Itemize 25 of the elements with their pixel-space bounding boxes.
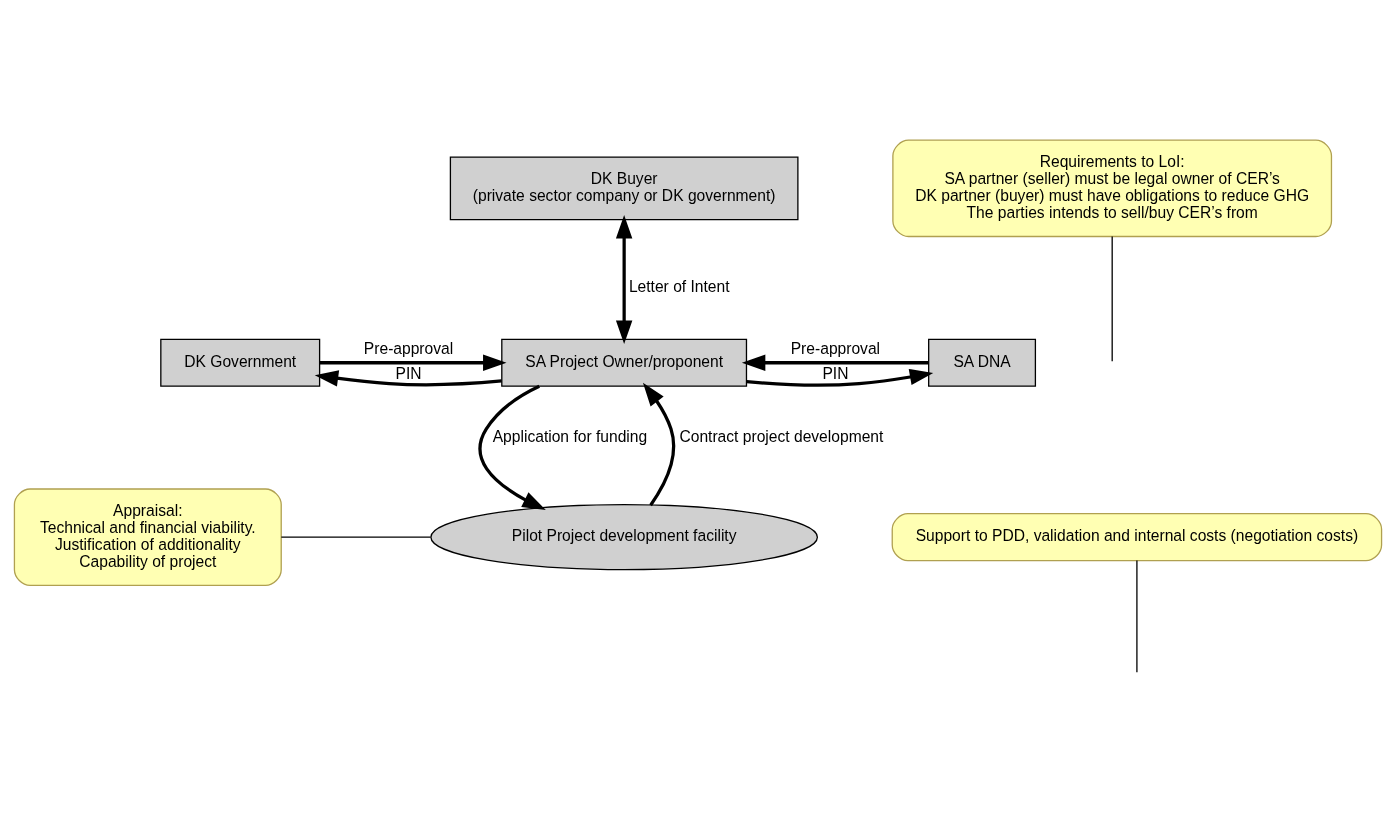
edge-label: Letter of Intent [628,277,730,295]
node-box: DK Buyer (private sector company or DK government) [449,155,799,220]
node-box: Appraisal: Technical and financial viability. Justification of additionality Capability of project [13,487,282,586]
node-box: Requirements to LoI: SA partner (seller) must be legal owner of CER’s DK partner (buyer) must have obligations to reduce GHG The parties intends to sell/buy CER’s from [892,139,1333,237]
arrow [642,382,676,506]
edge-label: PIN [395,364,422,382]
arrow [746,368,934,387]
edge-label: Contract project development [679,427,884,445]
connector [280,536,432,538]
connector [1111,235,1113,362]
arrow [741,354,929,371]
edge-label: Application for funding [492,427,648,445]
node-box: Support to PDD, validation and internal costs (negotiation costs) [891,512,1383,561]
arrow [615,214,633,344]
node-box: DK Government [160,338,321,387]
arrow [314,369,502,387]
node-box: SA DNA [928,338,1037,387]
node-box: SA Project Owner/proponent [501,338,748,387]
edge-label: Pre-approval [790,339,881,357]
connector [1136,559,1138,673]
arrow [478,384,546,510]
edge-label: PIN [822,364,849,382]
edge-label: Pre-approval [363,339,454,357]
node-ellipse: Pilot Project development facility [430,503,819,570]
arrow [319,354,507,371]
